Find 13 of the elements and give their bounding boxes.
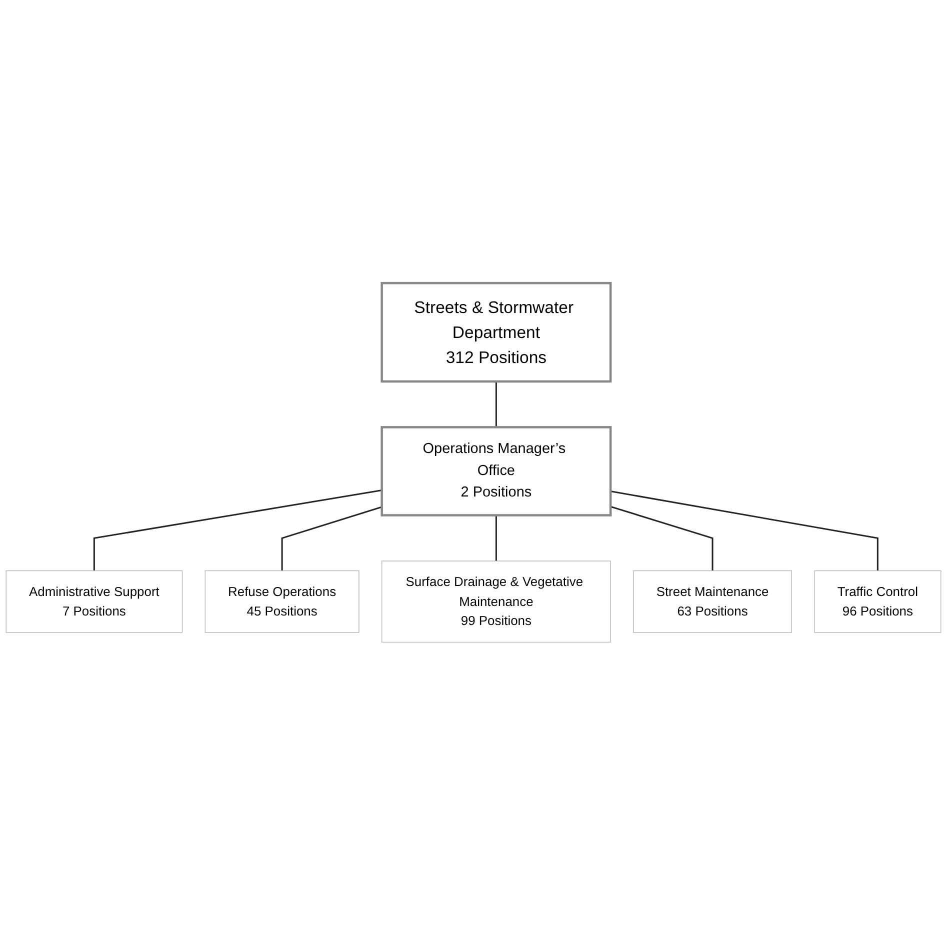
connector: [610, 506, 714, 572]
node-box: Refuse Operations 45 Positions: [204, 570, 360, 634]
connector: [495, 382, 497, 428]
node-box: Traffic Control 96 Positions: [814, 570, 942, 634]
connector: [281, 506, 382, 572]
node-box: Operations Manager’s Office 2 Positions: [380, 426, 612, 517]
connector: [610, 490, 878, 572]
node-box: Streets & Stormwater Department 312 Positions: [380, 282, 612, 383]
connector: [93, 490, 382, 572]
node-box: Surface Drainage & Vegetative Maintenance 99 Positions: [381, 560, 611, 643]
node-box: Street Maintenance 63 Positions: [633, 570, 792, 634]
node-box: Administrative Support 7 Positions: [6, 570, 183, 634]
connector: [495, 516, 497, 562]
